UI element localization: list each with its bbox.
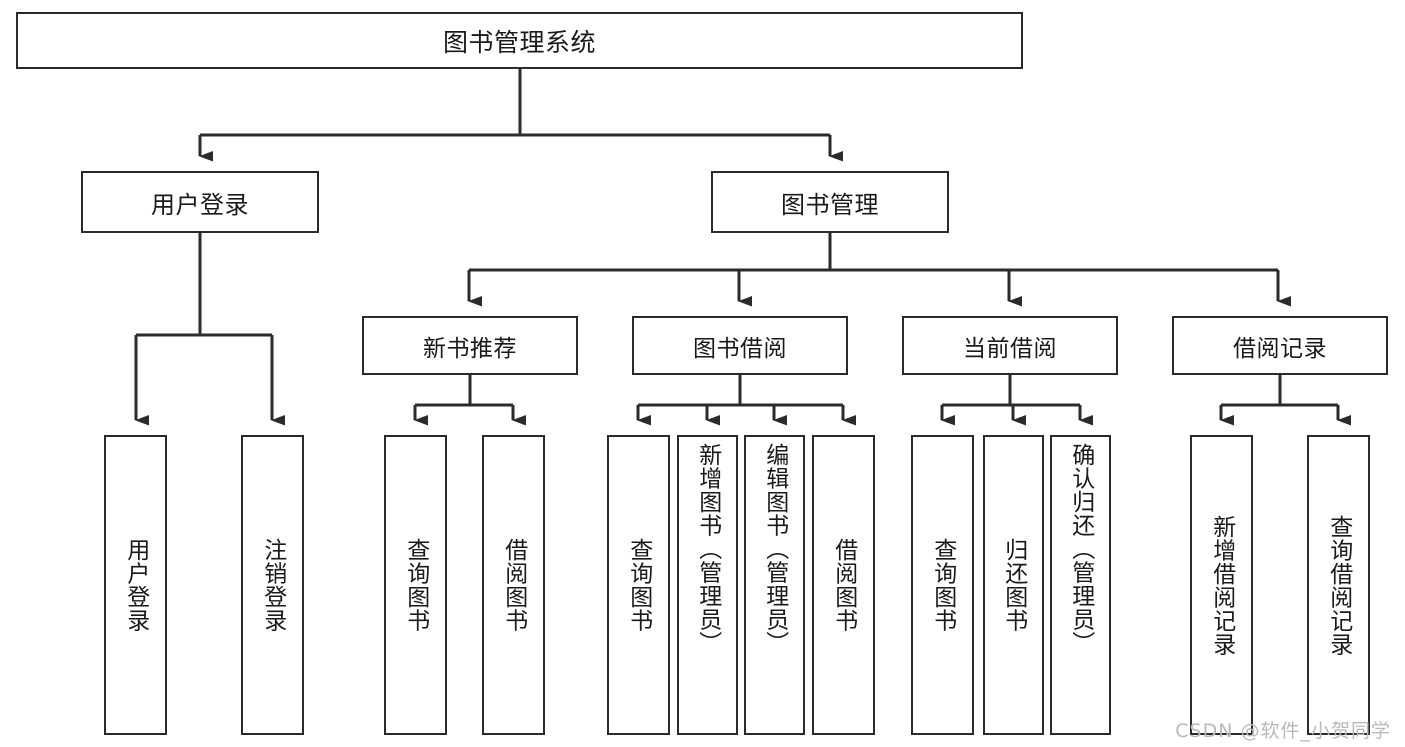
node-new-book-recommend[interactable]: 新书推荐 <box>362 316 578 375</box>
node-label: 确认归还（管理员） <box>1067 443 1094 655</box>
leaf-add-book-admin[interactable]: 新增图书（管理员） <box>677 435 738 735</box>
node-label: 图书借阅 <box>693 335 787 362</box>
node-label: 编辑图书（管理员） <box>761 443 788 655</box>
leaf-query-borrow-record[interactable]: 查询借阅记录 <box>1307 435 1370 735</box>
leaf-query-books-recommend[interactable]: 查询图书 <box>384 435 447 735</box>
leaf-add-borrow-record[interactable]: 新增借阅记录 <box>1190 435 1253 735</box>
watermark: CSDN @软件_小贺同学 <box>1175 720 1391 742</box>
node-label: 借阅记录 <box>1233 335 1327 362</box>
node-borrow-records[interactable]: 借阅记录 <box>1172 316 1388 375</box>
leaf-user-login[interactable]: 用户登录 <box>104 435 167 735</box>
node-label: 用户登录 <box>151 190 249 219</box>
node-label: 注销登录 <box>259 538 286 632</box>
leaf-query-books-borrow[interactable]: 查询图书 <box>607 435 670 735</box>
node-label: 图书管理 <box>781 190 879 219</box>
node-label: 查询图书 <box>625 538 652 632</box>
leaf-confirm-return-admin[interactable]: 确认归还（管理员） <box>1050 435 1111 735</box>
node-label: 归还图书 <box>1000 538 1027 632</box>
node-book-borrow[interactable]: 图书借阅 <box>632 316 848 375</box>
node-label: 新增图书（管理员） <box>694 443 721 655</box>
node-current-borrow[interactable]: 当前借阅 <box>902 316 1118 375</box>
leaf-logout[interactable]: 注销登录 <box>241 435 304 735</box>
leaf-borrow-books[interactable]: 借阅图书 <box>812 435 875 735</box>
node-book-management[interactable]: 图书管理 <box>711 171 949 233</box>
leaf-return-books[interactable]: 归还图书 <box>983 435 1044 735</box>
node-label: 查询图书 <box>402 538 429 632</box>
node-label: 查询借阅记录 <box>1325 514 1352 656</box>
node-label: 借阅图书 <box>830 538 857 632</box>
node-label: 新书推荐 <box>423 335 517 362</box>
node-label: 借阅图书 <box>500 538 527 632</box>
node-user-login[interactable]: 用户登录 <box>81 171 319 233</box>
node-label: 查询图书 <box>929 538 956 632</box>
node-label: 用户登录 <box>122 538 149 632</box>
node-label: 图书管理系统 <box>442 27 596 57</box>
leaf-edit-book-admin[interactable]: 编辑图书（管理员） <box>744 435 805 735</box>
node-root[interactable]: 图书管理系统 <box>16 12 1023 69</box>
node-label: 当前借阅 <box>963 335 1057 362</box>
leaf-query-books-current[interactable]: 查询图书 <box>911 435 974 735</box>
leaf-borrow-books-recommend[interactable]: 借阅图书 <box>482 435 545 735</box>
node-label: 新增借阅记录 <box>1208 514 1235 656</box>
